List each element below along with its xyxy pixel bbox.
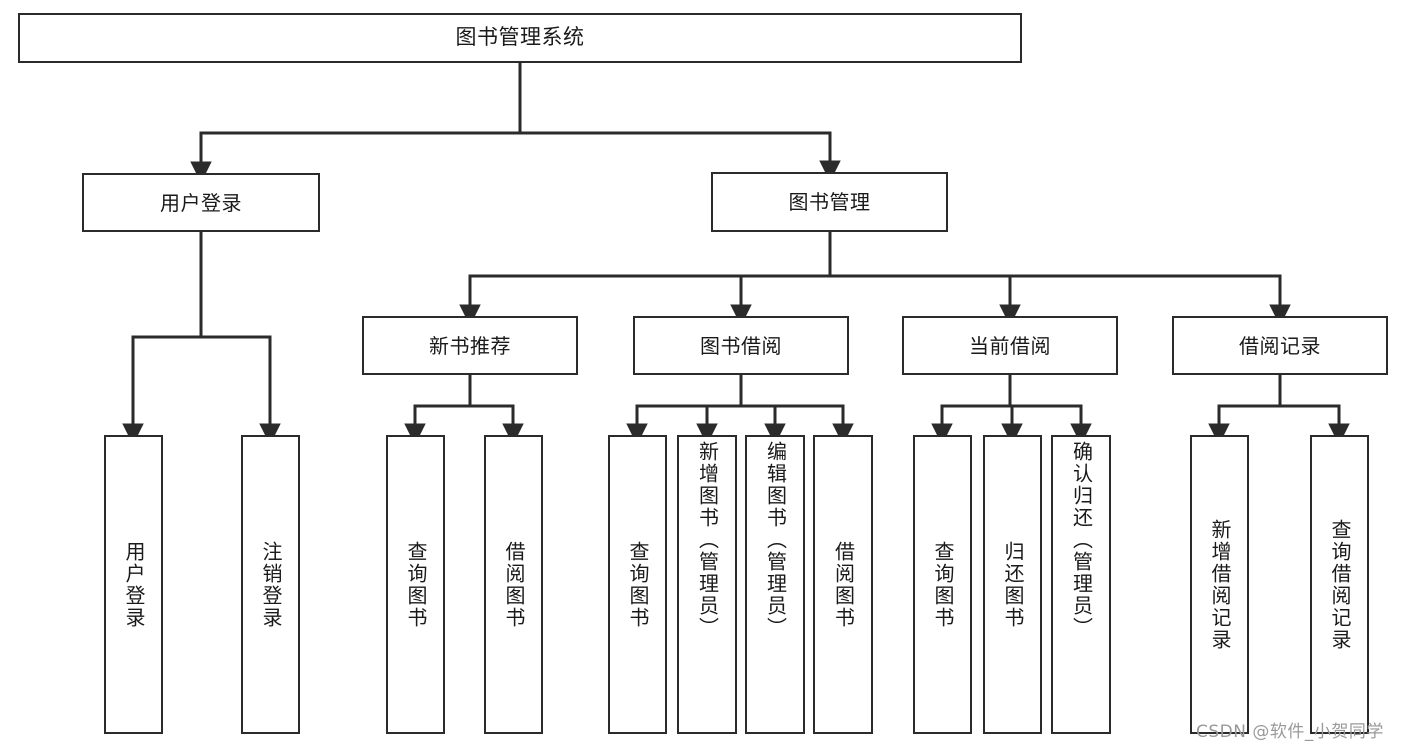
node-label: 图书管理系统 — [455, 25, 585, 50]
leaf-add-book-admin[interactable]: 新增图书（管理员） — [677, 435, 737, 734]
leaf-label: 归还图书 — [1001, 540, 1025, 629]
node-book-management[interactable]: 图书管理 — [711, 172, 948, 232]
leaf-query-borrow-record[interactable]: 查询借阅记录 — [1310, 435, 1369, 734]
leaf-edit-book-admin[interactable]: 编辑图书（管理员） — [745, 435, 805, 734]
leaf-label: 借阅图书 — [502, 540, 526, 629]
leaf-query-book-current[interactable]: 查询图书 — [913, 435, 972, 734]
leaf-return-book[interactable]: 归还图书 — [983, 435, 1042, 734]
leaf-borrow-book[interactable]: 借阅图书 — [813, 435, 873, 734]
leaf-label: 用户登录 — [122, 540, 146, 629]
leaf-confirm-return-admin[interactable]: 确认归还（管理员） — [1051, 435, 1111, 734]
leaf-label: 借阅图书 — [831, 540, 856, 629]
leaf-label: 新增借阅记录 — [1208, 518, 1232, 651]
leaf-label: 新增图书（管理员） — [695, 441, 720, 639]
leaf-user-login[interactable]: 用户登录 — [104, 435, 163, 734]
leaf-label: 注销登录 — [259, 540, 283, 629]
leaf-label: 查询图书 — [931, 540, 955, 629]
node-label: 图书管理 — [788, 190, 871, 214]
leaf-label: 查询借阅记录 — [1328, 518, 1352, 651]
leaf-add-borrow-record[interactable]: 新增借阅记录 — [1190, 435, 1249, 734]
leaf-label: 确认归还（管理员） — [1069, 441, 1094, 639]
node-label: 图书借阅 — [700, 333, 782, 358]
node-label: 新书推荐 — [429, 333, 511, 358]
node-current-borrow[interactable]: 当前借阅 — [902, 316, 1118, 375]
leaf-label: 编辑图书（管理员） — [763, 441, 788, 639]
leaf-logout[interactable]: 注销登录 — [241, 435, 300, 734]
node-book-borrow[interactable]: 图书借阅 — [633, 316, 849, 375]
node-borrow-record[interactable]: 借阅记录 — [1172, 316, 1388, 375]
node-label: 当前借阅 — [969, 333, 1051, 358]
node-new-book-recommend[interactable]: 新书推荐 — [362, 316, 578, 375]
node-user-login[interactable]: 用户登录 — [82, 173, 320, 232]
node-label: 借阅记录 — [1239, 333, 1321, 358]
leaf-query-book-recommend[interactable]: 查询图书 — [386, 435, 445, 734]
node-root[interactable]: 图书管理系统 — [18, 13, 1022, 63]
watermark-text: CSDN @软件_小贺同学 — [1196, 722, 1384, 742]
leaf-query-book-borrow[interactable]: 查询图书 — [608, 435, 667, 734]
node-label: 用户登录 — [160, 190, 242, 215]
leaf-borrow-book-recommend[interactable]: 借阅图书 — [484, 435, 543, 734]
leaf-label: 查询图书 — [626, 540, 650, 629]
leaf-label: 查询图书 — [404, 540, 428, 629]
